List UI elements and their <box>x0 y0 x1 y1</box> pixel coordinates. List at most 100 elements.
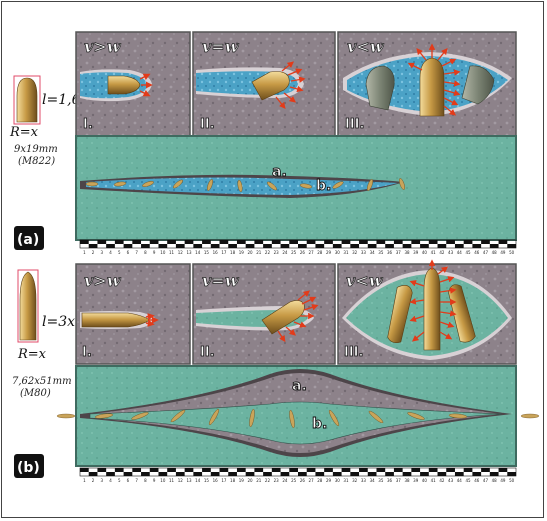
ruler-tick-label: 7 <box>135 250 138 255</box>
ruler-tick-label: 4 <box>109 250 112 255</box>
ruler-tick-label: 44 <box>457 250 463 255</box>
ruler-tick-label: 3 <box>101 478 104 483</box>
ruler-segment <box>210 244 220 248</box>
stage-a-1: v>w I. <box>75 31 191 137</box>
caliber-label: 7,62x51mm <box>12 376 72 387</box>
ruler-segment <box>298 472 307 476</box>
stage-b-2: v=w II. <box>192 263 336 365</box>
ruler-tick-label: 28 <box>317 250 323 255</box>
panel-badge-a: (a) <box>14 226 44 250</box>
cavity-label-a: a. <box>272 164 287 180</box>
ruler-tick-label: 43 <box>448 478 454 483</box>
ruler-tick-label: 2 <box>92 250 95 255</box>
ruler-segment <box>289 240 298 244</box>
ruler-tick-label: 14 <box>195 478 201 483</box>
ruler-tick-label: 23 <box>274 250 280 255</box>
ruler-segment <box>411 240 421 244</box>
designation-label: (M80) <box>20 388 51 399</box>
stage-condition: v<w <box>346 271 384 290</box>
stage-numeral: II. <box>200 345 215 360</box>
ruler-segment <box>454 472 464 476</box>
ruler-segment <box>350 472 360 476</box>
ruler-tick-label: 49 <box>500 478 506 483</box>
ruler-segment <box>367 472 377 476</box>
ruler-segment <box>428 240 438 244</box>
ruler-tick-label: 40 <box>422 250 428 255</box>
ruler-tick-label: 24 <box>282 250 288 255</box>
ruler-segment <box>271 468 281 472</box>
ruler-segment <box>254 468 264 472</box>
ruler-segment <box>141 472 150 476</box>
ruler-segment <box>106 244 115 248</box>
ruler-tick-label: 3 <box>101 250 104 255</box>
ruler-segment <box>167 468 176 472</box>
ruler-tick-label: 4 <box>109 478 112 483</box>
ruler-tick-label: 32 <box>352 478 358 483</box>
ruler-segment <box>132 240 142 244</box>
ruler-tick-label: 6 <box>127 478 130 483</box>
ruler-segment <box>280 244 290 248</box>
ruler-segment <box>193 472 203 476</box>
ruler-tick-label: 25 <box>291 250 297 255</box>
ruler-tick-label: 36 <box>387 250 393 255</box>
ruler-tick-label: 12 <box>178 478 184 483</box>
ruler-segment <box>106 472 115 476</box>
ruler-tick-label: 11 <box>169 478 175 483</box>
cavity-label-a: a. <box>292 378 307 394</box>
ruler-tick-label: 50 <box>509 478 515 483</box>
ruler-segment <box>420 244 429 248</box>
ruler-tick-label: 12 <box>178 250 184 255</box>
ruler-segment <box>114 240 124 244</box>
panel-b: l=3x R=x 7,62x51mm (M80) v>w I. <box>12 259 540 483</box>
ruler-segment <box>376 240 386 244</box>
ruler-tick-label: 27 <box>309 478 315 483</box>
ruler-tick-label: 37 <box>396 250 402 255</box>
ruler-tick-label: 6 <box>127 250 130 255</box>
ruler-tick-label: 50 <box>509 250 515 255</box>
cavity-label-b: b. <box>316 178 331 194</box>
ruler-tick-label: 29 <box>326 250 332 255</box>
ruler-tick-label: 32 <box>352 250 358 255</box>
ruler-segment <box>280 472 290 476</box>
ruler-segment <box>332 244 342 248</box>
ruler-segment <box>271 240 281 244</box>
cavity-profile-a: a. b. <box>75 135 517 241</box>
ruler-segment <box>158 244 168 248</box>
stage-condition: v=w <box>202 37 240 56</box>
bullet-radius-label: R=x <box>9 125 39 140</box>
ruler-tick-label: 48 <box>492 478 498 483</box>
ruler-segment <box>289 468 298 472</box>
ruler-segment <box>132 468 142 472</box>
ruler-segment <box>446 240 455 244</box>
ruler-tick-label: 19 <box>239 478 245 483</box>
ruler-segment <box>402 472 412 476</box>
ruler-tick-label: 47 <box>483 478 489 483</box>
ruler-segment <box>175 472 185 476</box>
bullet-length-label: l=3x <box>42 314 75 330</box>
ruler-segment <box>481 240 490 244</box>
ruler-segment <box>88 244 98 248</box>
ruler-segment <box>219 240 229 244</box>
bullet-radius-label: R=x <box>17 347 47 362</box>
ruler-segment <box>158 472 168 476</box>
ruler-tick-label: 39 <box>413 478 419 483</box>
ruler-segment <box>88 472 98 476</box>
ruler-tick-label: 20 <box>247 478 253 483</box>
ruler-segment <box>472 472 482 476</box>
ruler-tick-label: 30 <box>335 250 341 255</box>
ruler-tick-label: 39 <box>413 250 419 255</box>
ruler-tick-label: 2 <box>92 478 95 483</box>
ruler-tick-label: 33 <box>361 250 367 255</box>
ruler-tick-label: 13 <box>186 250 192 255</box>
ruler-tick-label: 15 <box>204 478 210 483</box>
ruler-tick-label: 1 <box>83 478 86 483</box>
ruler-tick-label: 10 <box>160 478 166 483</box>
cavity-profile-b: a. b. <box>56 365 540 467</box>
ruler-segment <box>315 244 325 248</box>
ruler-tick-label: 34 <box>370 478 376 483</box>
ruler-segment <box>315 472 325 476</box>
panel-badge-label: (b) <box>17 460 40 476</box>
